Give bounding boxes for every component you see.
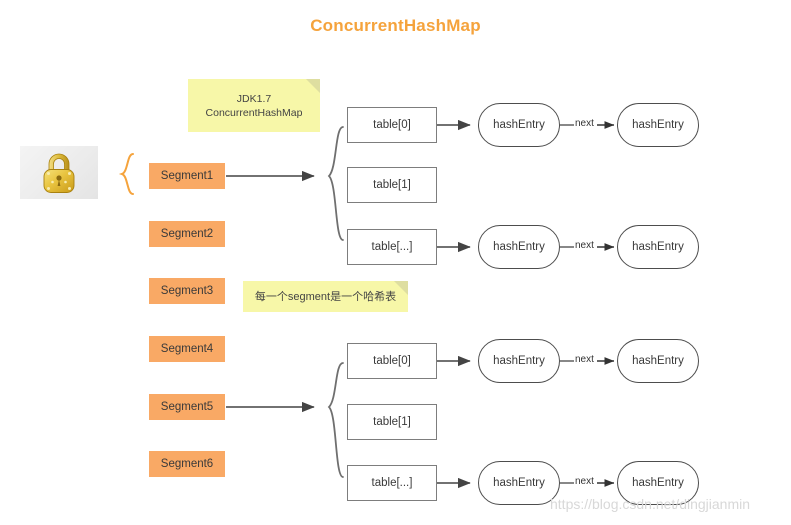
- hashentry-label: hashEntry: [632, 241, 684, 253]
- table-box-0-group1[interactable]: table[0]: [347, 107, 437, 143]
- table-box-0-group2[interactable]: table[0]: [347, 343, 437, 379]
- hashentry-node-g1b0-0[interactable]: hashEntry: [478, 103, 560, 147]
- segment-label: Segment3: [160, 285, 214, 297]
- hashentry-label: hashEntry: [493, 119, 545, 131]
- table-box-1-group2[interactable]: table[1]: [347, 404, 437, 440]
- hashentry-node-g2b0-1[interactable]: hashEntry: [617, 339, 699, 383]
- hashentry-node-g1b2-0[interactable]: hashEntry: [478, 225, 560, 269]
- hashentry-label: hashEntry: [632, 477, 684, 489]
- padlock-glyph: [43, 153, 75, 193]
- table-box-label: table[...]: [371, 477, 413, 489]
- table-box-label: table[1]: [373, 416, 411, 428]
- hashentry-label: hashEntry: [632, 119, 684, 131]
- note-segment-hashtable-text: 每一个segment是一个哈希表: [254, 290, 397, 303]
- table-box-dots-group2[interactable]: table[...]: [347, 465, 437, 501]
- next-link-label-g2b0: next: [574, 354, 595, 365]
- segment-label: Segment2: [160, 228, 214, 240]
- watermark-text: https://blog.csdn.net/dingjianmin: [550, 496, 751, 512]
- note-segment-hashtable: 每一个segment是一个哈希表: [243, 281, 408, 312]
- note-jdk17-line1: JDK1.7: [236, 92, 272, 105]
- hashentry-node-g1b0-1[interactable]: hashEntry: [617, 103, 699, 147]
- curly-brace-gray-icon-bottom: [327, 362, 344, 478]
- note-jdk17-line2: ConcurrentHashMap: [205, 106, 303, 119]
- segment-label: Segment5: [160, 401, 214, 413]
- hashentry-node-g2b2-0[interactable]: hashEntry: [478, 461, 560, 505]
- segment-box-6[interactable]: Segment6: [149, 451, 225, 477]
- table-box-label: table[0]: [373, 355, 411, 367]
- segment-box-3[interactable]: Segment3: [149, 278, 225, 304]
- hashentry-label: hashEntry: [493, 355, 545, 367]
- table-box-label: table[0]: [373, 119, 411, 131]
- note-fold-corner-icon: [306, 79, 320, 93]
- curly-brace-gray-icon-top: [327, 126, 344, 241]
- padlock-icon: [20, 146, 98, 199]
- segment-label: Segment1: [160, 170, 214, 182]
- note-jdk17: JDK1.7 ConcurrentHashMap: [188, 79, 320, 132]
- note-fold-corner-icon: [394, 281, 408, 295]
- curly-brace-orange-icon: [118, 153, 134, 195]
- next-link-label-g1b0: next: [574, 118, 595, 129]
- next-link-label-g1b2: next: [574, 240, 595, 251]
- page-title: ConcurrentHashMap: [310, 16, 481, 35]
- table-box-1-group1[interactable]: table[1]: [347, 167, 437, 203]
- next-link-label-g2b2: next: [574, 476, 595, 487]
- segment-box-2[interactable]: Segment2: [149, 221, 225, 247]
- segment-box-1[interactable]: Segment1: [149, 163, 225, 189]
- hashentry-node-g2b2-1[interactable]: hashEntry: [617, 461, 699, 505]
- table-box-label: table[1]: [373, 179, 411, 191]
- segment-label: Segment6: [160, 458, 214, 470]
- table-box-dots-group1[interactable]: table[...]: [347, 229, 437, 265]
- segment-box-4[interactable]: Segment4: [149, 336, 225, 362]
- segment-label: Segment4: [160, 343, 214, 355]
- hashentry-label: hashEntry: [632, 355, 684, 367]
- hashentry-node-g2b0-0[interactable]: hashEntry: [478, 339, 560, 383]
- hashentry-node-g1b2-1[interactable]: hashEntry: [617, 225, 699, 269]
- hashentry-label: hashEntry: [493, 241, 545, 253]
- table-box-label: table[...]: [371, 241, 413, 253]
- segment-box-5[interactable]: Segment5: [149, 394, 225, 420]
- hashentry-label: hashEntry: [493, 477, 545, 489]
